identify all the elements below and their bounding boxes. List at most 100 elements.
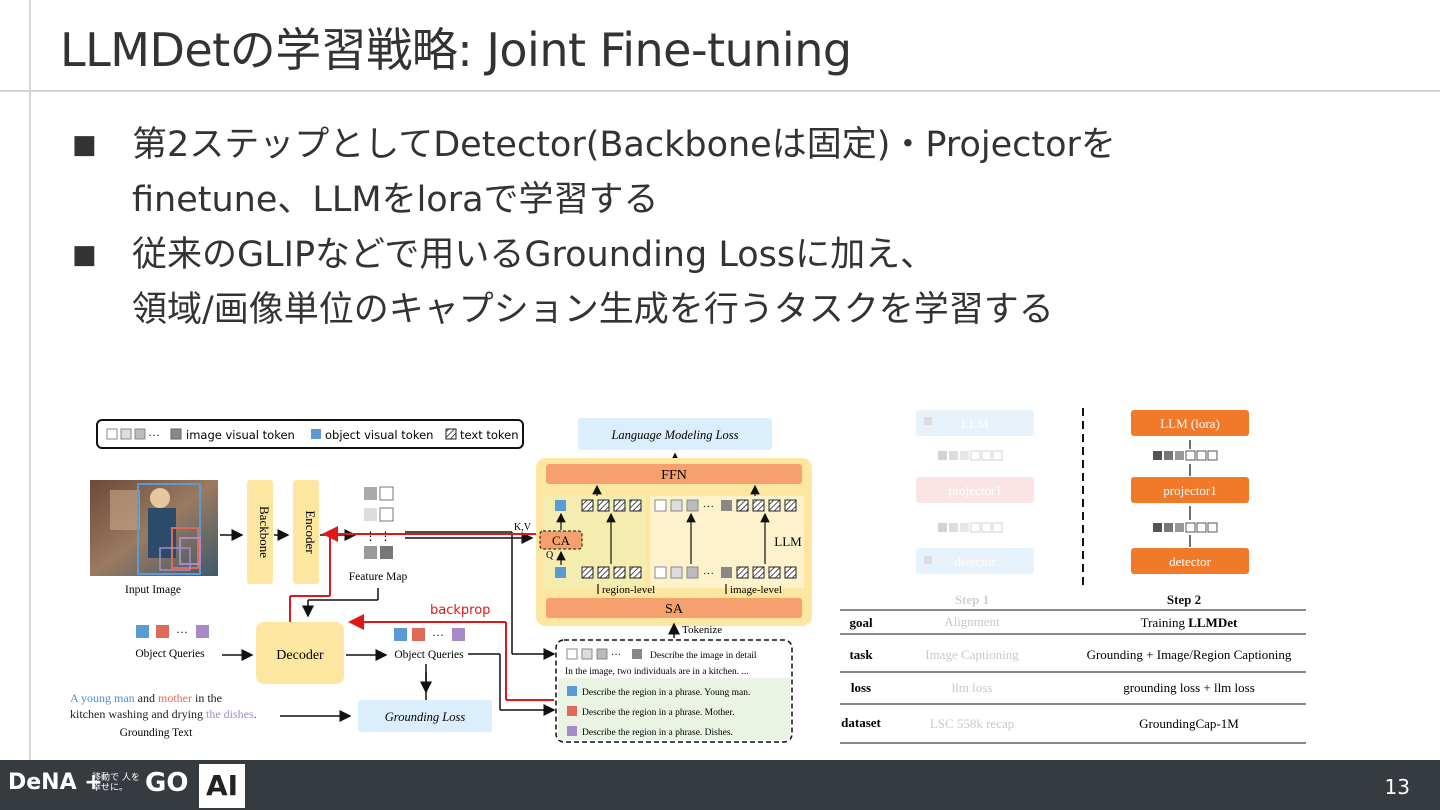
- bullet-marker: ■: [72, 130, 97, 160]
- go-logo: GO: [145, 768, 189, 798]
- grounding-loss-label: Grounding Loss: [385, 710, 466, 724]
- gt-line2-hl: the dishes: [206, 707, 254, 721]
- object-queries-left-label: Object Queries: [135, 648, 205, 660]
- step1-detector: detector: [954, 554, 997, 569]
- go-tagline: 移動で 人を幸せに。: [92, 773, 140, 793]
- step2-detector: detector: [1169, 554, 1212, 569]
- row-step1-loss: llm loss: [952, 680, 993, 695]
- row-step2-dataset: GroundingCap-1M: [1139, 716, 1239, 731]
- gt-part: A young man: [70, 691, 135, 705]
- sa-bar: [546, 598, 802, 618]
- bullet-line: 従来のGLIPなどで用いるGrounding Lossに加え、: [132, 235, 936, 275]
- step2-token-row-2: [1153, 522, 1218, 533]
- step2-column: LLM (lora) projector1 detector Step 2: [1131, 410, 1249, 607]
- title-underline: [0, 90, 1440, 92]
- row-key-task: task: [849, 647, 873, 662]
- ca-label: CA: [552, 533, 571, 548]
- feature-map: [364, 486, 394, 559]
- ca-block: [539, 530, 583, 550]
- step1-token-row-2: [938, 522, 1003, 533]
- gt-part: and: [135, 691, 158, 705]
- backbone-label: Backbone: [257, 506, 272, 558]
- legend-ellipsis: ···: [148, 428, 160, 442]
- step1-projector: projector1: [948, 483, 1001, 498]
- llm-label: LLM: [774, 534, 802, 549]
- row-step1-goal: Alignment: [944, 614, 1000, 629]
- prompt-1-answer: In the image, two individuals are in a k…: [565, 667, 749, 677]
- lm-loss-block: [578, 418, 772, 450]
- grounding-loss-block: [358, 700, 492, 732]
- footer-plus: +: [84, 770, 103, 795]
- token-ellipsis-bottom: ···: [703, 568, 714, 580]
- grounding-text-line2: kitchen washing and drying the dishes.: [70, 707, 257, 721]
- row-step1-dataset: LSC 558k recap: [930, 716, 1014, 731]
- gt-part: mother: [158, 691, 192, 705]
- row-step2-goal: Training LLMDet: [1141, 615, 1238, 630]
- oq-ellipsis-left: ···: [176, 625, 188, 639]
- comparison-table: goal Alignment Training LLMDet task Imag…: [840, 609, 1306, 744]
- step1-token-row-1: [938, 450, 1003, 461]
- row-key-goal: goal: [849, 615, 873, 630]
- grounding-text-label: Grounding Text: [120, 727, 194, 739]
- page-title: LLMDetの学習戦略: Joint Fine-tuning: [60, 23, 852, 77]
- prompt-3: Describe the region in a phrase. Mother.: [582, 708, 734, 718]
- step1-column: LLM projector1 detector Step 1: [916, 410, 1034, 607]
- step2-projector: projector1: [1163, 483, 1216, 498]
- bullet-marker: ■: [72, 240, 97, 270]
- token-row-top: [555, 499, 797, 512]
- feature-map-label: Feature Map: [349, 571, 408, 583]
- step2-llm: LLM (lora): [1160, 416, 1220, 431]
- prompt-4: Describe the region in a phrase. Dishes.: [582, 728, 733, 738]
- sa-label: SA: [665, 602, 684, 617]
- legend-text-token: text token: [460, 428, 519, 442]
- decoder-label: Decoder: [276, 648, 324, 663]
- bullet-line: finetune、LLMをloraで学習する: [132, 180, 659, 220]
- dena-logo-text: DeNA: [8, 770, 77, 795]
- bullet-line: 第2ステップとしてDetector(Backboneは固定)・Projector…: [132, 125, 1116, 165]
- ffn-bar: [546, 464, 802, 484]
- gt-line2-post: .: [254, 707, 257, 721]
- q-label: Q: [546, 550, 554, 561]
- bullet-list: ■ 第2ステップとしてDetector(Backboneは固定)・Project…: [72, 118, 1362, 338]
- ffn-label: FFN: [661, 468, 687, 483]
- oq-ellipsis-right: ···: [432, 628, 444, 642]
- bullet-item: ■ 従来のGLIPなどで用いるGrounding Lossに加え、 領域/画像単…: [72, 228, 1362, 338]
- goal-pre: Training: [1141, 615, 1189, 630]
- lm-loss-label: Language Modeling Loss: [610, 428, 738, 442]
- feature-dots: ⋮ ⋮: [365, 529, 392, 543]
- bullet-line: 領域/画像単位のキャプション生成を行うタスクを学習する: [132, 290, 1054, 330]
- backprop-arrows: [289, 526, 554, 701]
- stage-diagram: LLM projector1 detector Step 1 LLM (lora…: [840, 408, 1306, 744]
- token-legend: ··· image visual token object visual tok…: [96, 419, 524, 449]
- prompt-1: Describe the image in detail: [650, 651, 757, 661]
- prompt-2: Describe the region in a phrase. Young m…: [582, 688, 750, 698]
- architecture-diagram: ··· image visual token object visual tok…: [70, 418, 812, 743]
- bullet-item: ■ 第2ステップとしてDetector(Backboneは固定)・Project…: [72, 118, 1362, 228]
- prompt-ellipsis: ···: [611, 650, 621, 661]
- encoder-block: [293, 480, 319, 584]
- input-image: [90, 480, 218, 576]
- kv-label: K,V: [514, 522, 532, 533]
- step1-llm: LLM: [961, 416, 989, 431]
- backprop-label: backprop: [430, 603, 490, 618]
- row-key-loss: loss: [851, 680, 871, 695]
- row-step2-loss: grounding loss + llm loss: [1123, 680, 1255, 695]
- left-vertical-rule: [29, 0, 31, 760]
- row-key-dataset: dataset: [841, 715, 881, 730]
- token-ellipsis-top: ···: [703, 501, 714, 513]
- legend-object-token: object visual token: [325, 428, 433, 442]
- step1-label: Step 1: [955, 592, 989, 607]
- backbone-block: [247, 480, 273, 584]
- dena-logo: DeNA +: [8, 770, 103, 795]
- gt-line2-pre: kitchen washing and drying: [70, 707, 206, 721]
- gt-part: in the: [192, 691, 222, 705]
- grounding-text-line1: A young man and mother in the: [70, 691, 222, 705]
- page-number: 13: [1384, 775, 1410, 799]
- step2-token-row-1: [1153, 450, 1218, 461]
- input-image-label: Input Image: [125, 584, 181, 596]
- row-step1-task: Image Captioning: [925, 647, 1019, 662]
- image-level-label: image-level: [730, 584, 782, 596]
- row-step2-task: Grounding + Image/Region Captioning: [1087, 647, 1292, 662]
- decoder-block: [256, 622, 344, 684]
- tokenize-label: Tokenize: [682, 624, 722, 636]
